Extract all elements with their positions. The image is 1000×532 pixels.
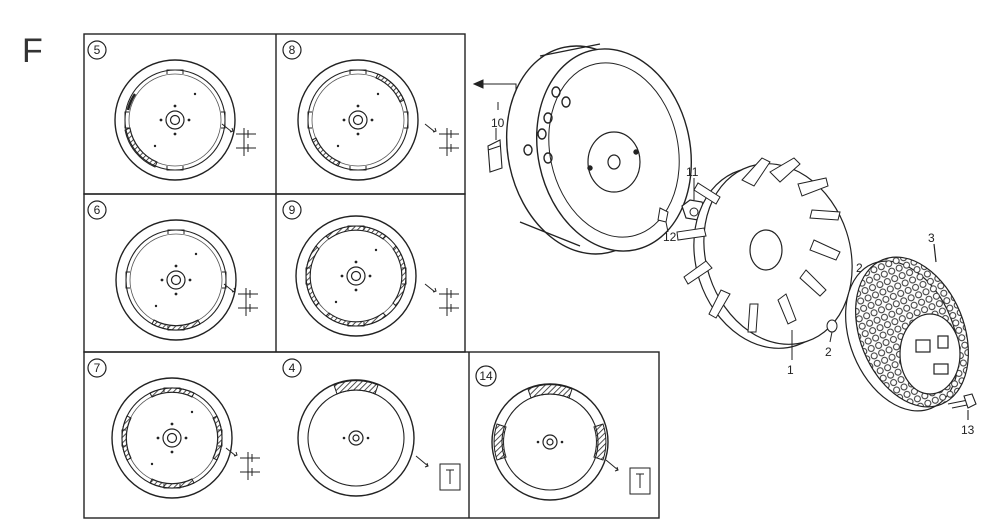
side-view-icon [225, 447, 261, 481]
flywheel-icon [297, 379, 415, 497]
variant-7-cell: 7 [87, 358, 261, 499]
side-view-icon [424, 283, 460, 317]
flywheel-icon [115, 219, 237, 341]
variant-7-label: 7 [94, 361, 101, 375]
variant-5-label: 5 [94, 43, 101, 57]
starter-pulley [845, 243, 969, 412]
variant-grid [83, 33, 660, 519]
callout-2-lower: 2 [825, 345, 832, 359]
variant-9-label: 9 [289, 203, 296, 217]
ring-view-icon [605, 459, 651, 495]
variant-box-outline [83, 351, 660, 519]
variant-6-cell: 6 [87, 200, 259, 341]
variant-14-label: 14 [479, 369, 493, 383]
variant-6-label: 6 [94, 203, 101, 217]
callout-10: 10 [491, 116, 505, 130]
flywheel-icon [111, 377, 233, 499]
flywheel-main [505, 43, 693, 255]
cooling-fan [676, 157, 853, 349]
side-view-icon [221, 123, 257, 157]
callout-11: 11 [686, 165, 699, 179]
spacer-lower [826, 319, 838, 343]
variant-8-cell: 8 [282, 40, 460, 181]
woodruff-key [487, 128, 503, 173]
section-letter: F [22, 32, 43, 70]
callout-12: 12 [663, 230, 677, 244]
variant-5-cell: 5 [87, 40, 257, 181]
variant-8-label: 8 [289, 43, 296, 57]
callout-1: 1 [787, 363, 794, 377]
variant-4-label: 4 [289, 361, 296, 375]
flywheel-icon [297, 59, 419, 181]
flywheel-icon [295, 215, 417, 337]
callout-2-upper: 2 [856, 261, 863, 275]
ring-view-icon [415, 455, 461, 491]
callout-13: 13 [961, 423, 975, 437]
flywheel-icon [491, 383, 609, 501]
variant-4-cell: 4 [282, 358, 461, 497]
bolt [947, 393, 977, 420]
callout-3: 3 [928, 231, 935, 245]
variant-9-cell: 9 [282, 200, 460, 337]
flywheel-icon [114, 59, 236, 181]
variant-14-cell: 14 [475, 365, 651, 501]
side-view-icon [424, 123, 460, 157]
side-view-icon [223, 283, 259, 317]
washer [657, 207, 669, 233]
